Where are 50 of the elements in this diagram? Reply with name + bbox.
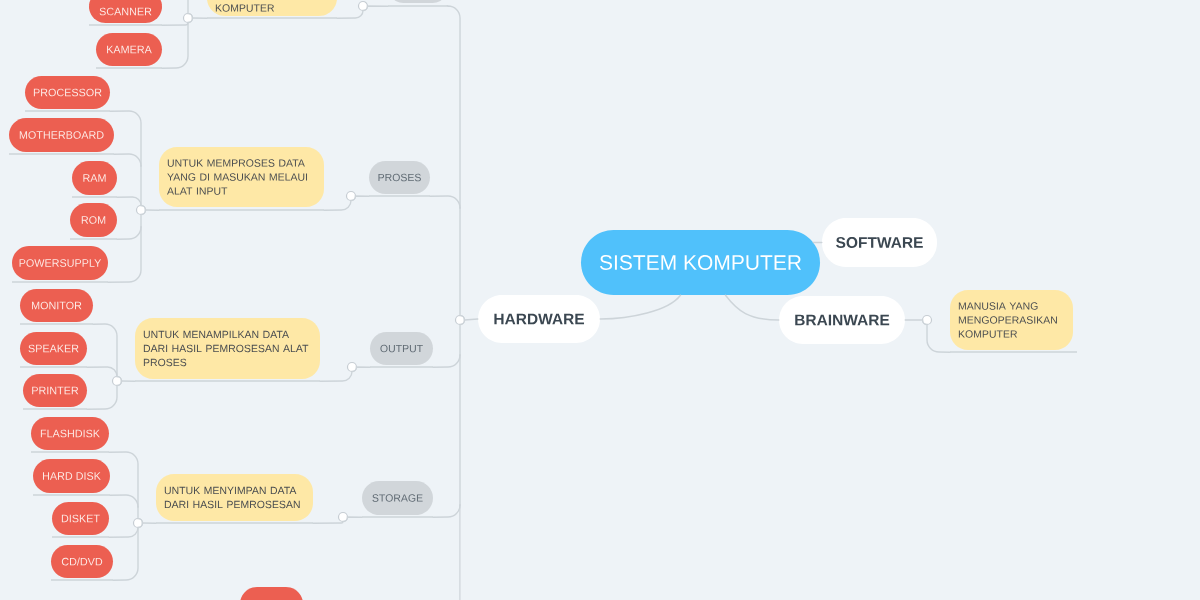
connector-line xyxy=(109,110,142,167)
connector-line xyxy=(599,294,682,320)
connector-line xyxy=(187,17,194,24)
item-tag: CD/DVD xyxy=(50,545,114,581)
item-tag: DISKET xyxy=(51,502,110,538)
central-topic: SISTEM KOMPUTER xyxy=(581,230,820,295)
item-tag: KAMERA xyxy=(95,33,163,69)
connector-line xyxy=(161,21,189,26)
connector-line xyxy=(140,209,147,228)
connector-line xyxy=(161,21,189,69)
item-tag: SCANNER xyxy=(88,0,163,26)
item-tag: SPEAKER xyxy=(19,332,88,368)
connector-line xyxy=(323,195,370,211)
category-tag: STORAGE xyxy=(361,481,434,518)
connector-line xyxy=(112,526,139,581)
category-tag: OUTPUT xyxy=(369,332,434,368)
connector-line xyxy=(137,506,144,524)
category-tag xyxy=(387,0,449,7)
item-tag: PRINTER xyxy=(22,374,88,410)
description-note: KOMPUTER xyxy=(206,0,338,19)
connector-line xyxy=(724,294,780,321)
item-tag: ROM xyxy=(69,203,118,240)
connector-line xyxy=(904,319,951,353)
connector-line xyxy=(108,451,139,508)
description-note: UNTUK MEMPROSES DATA YANG DI MASUKAN MELAUI ALAT INPUT xyxy=(158,147,325,211)
branch-topic: HARDWARE xyxy=(478,295,600,343)
item-tag: MOTHERBOARD xyxy=(8,118,115,155)
item-tag: POWERSUPPLY xyxy=(11,246,109,283)
description-note: UNTUK MENAMPILKAN DATA DARI HASIL PEMROSESAN ALAT PROSES xyxy=(134,318,321,382)
item-tag xyxy=(240,587,303,600)
connector-line xyxy=(137,522,144,529)
connector-line xyxy=(116,375,123,382)
connector-line xyxy=(463,318,479,321)
branch-topic: BRAINWARE xyxy=(779,296,905,344)
connector-line xyxy=(447,5,461,209)
connector-line xyxy=(812,241,823,244)
connector-line xyxy=(459,319,466,356)
connector-line xyxy=(86,380,123,410)
connector-line xyxy=(92,323,118,378)
description-note: UNTUK MENYIMPAN DATA DARI HASIL PEMROSESAN xyxy=(155,474,314,524)
description-note: MANUSIA YANG MENGOPERASIKAN KOMPUTER xyxy=(949,290,1078,353)
connector-line xyxy=(336,5,389,19)
connector-line xyxy=(312,516,363,524)
connector-line xyxy=(187,0,194,19)
connector-line xyxy=(459,207,466,321)
connector-line xyxy=(107,226,142,283)
category-tag: PROSES xyxy=(368,161,431,197)
connector-line xyxy=(319,366,371,382)
item-tag: RAM xyxy=(71,161,118,198)
connector-line xyxy=(140,204,147,211)
